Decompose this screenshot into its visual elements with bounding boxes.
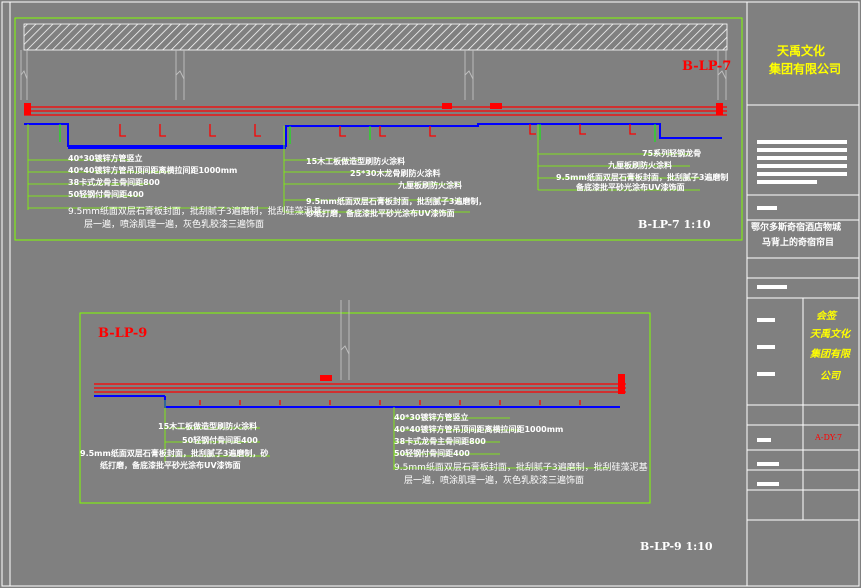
bottom-callout-9: 9.5mm纸面双层石膏板封面，批刮腻子3遍磨制，批刮硅藻泥基: [394, 463, 648, 473]
company-name-line1: 天禹文化: [777, 44, 826, 58]
top-leaders-right: [537, 124, 700, 191]
bottom-callout-6: 40*40镀锌方管吊顶间距离横拉间距1000mm: [394, 425, 564, 434]
top-callout-right-3: 9.5mm纸面双层石膏板封面，批刮腻子3遍磨制: [556, 173, 729, 182]
bottom-callout-8: 50轻钢付骨间距400: [394, 449, 470, 458]
bottom-leaders-left: [164, 400, 270, 462]
top-ceiling-red-blocks: [24, 103, 723, 115]
top-callout-left-6: 层一遍，喷涂肌理一遍，灰色乳胶漆三遍饰面: [84, 220, 265, 230]
top-callout-mid-5: 砂纸打磨，备底漆批平砂光涂布UV漆饰面: [306, 209, 455, 218]
top-leaders-left: [27, 124, 270, 210]
bottom-detail-scale-title: B-LP-9 1:10: [640, 540, 713, 553]
top-ceiling-profile: [24, 123, 722, 149]
top-leaders-mid: [283, 126, 470, 213]
company-name-line2: 集团有限公司: [769, 62, 842, 76]
bottom-callout-10: 层一遍，喷涂肌理一遍，灰色乳胶漆三遍饰面: [404, 476, 585, 486]
bottom-callout-4: 纸打磨，备底漆批平砂光涂布UV漆饰面: [100, 461, 241, 470]
bottom-callout-3: 9.5mm纸面双层石膏板封面，批刮腻子3遍磨制，砂: [80, 449, 269, 458]
top-callout-left-1: 40*30镀锌方管竖立: [68, 154, 143, 163]
bottom-detail-tag: B-LP-9: [98, 326, 148, 341]
top-profile-marks: [59, 124, 656, 144]
top-callout-right-1: 75系列轻钢龙骨: [642, 149, 702, 158]
top-callout-mid-2: 25*30木龙骨刷防火涂料: [350, 169, 441, 178]
bottom-callout-2: 50轻钢付骨间距400: [182, 436, 258, 445]
top-detail-scale-title: B-LP-7 1:10: [638, 218, 711, 231]
project-name-line2: 马背上的奇宿帘目: [762, 238, 835, 248]
top-callout-mid-1: 15木工板做造型刷防火涂料: [306, 157, 406, 166]
top-ceiling-hangers: [119, 124, 636, 137]
top-callout-left-2: 40*40镀锌方管吊顶间距离横拉间距1000mm: [68, 166, 238, 175]
top-ceiling-layers: [24, 106, 727, 116]
stamp-line-3: 集团有限: [810, 349, 850, 360]
stamp-line-2: 天禹文化: [810, 329, 850, 340]
top-callout-mid-4: 9.5mm纸面双层石膏板封面，批刮腻子3遍磨制，: [306, 197, 487, 206]
bottom-ceiling-hangers: [199, 400, 581, 405]
bottom-ceiling-layers: [94, 383, 626, 393]
stamp-line-1: 会签: [816, 311, 836, 322]
stamp-line-4: 公司: [820, 371, 840, 382]
bottom-column-breaks: [340, 300, 350, 380]
top-callout-left-4: 50轻钢付骨间距400: [68, 190, 144, 199]
bottom-ceiling-profile: [94, 395, 620, 408]
top-callout-mid-3: 九厘板刷防火涂料: [398, 181, 462, 190]
top-detail-frame: [14, 17, 743, 241]
top-callout-left-3: 38卡式龙骨主骨间距800: [68, 178, 160, 187]
drawing-number: A-DY-7: [815, 433, 843, 442]
bottom-detail-frame: [79, 312, 651, 504]
top-column-breaks: [20, 50, 727, 100]
top-callout-left-5: 9.5mm纸面双层石膏板封面，批刮腻子3遍磨制，批刮硅藻泥基: [68, 207, 322, 217]
bottom-callout-7: 38卡式龙骨主骨间距800: [394, 437, 486, 446]
top-callout-right-4: 备底漆批平砂光涂布UV漆饰面: [576, 183, 685, 192]
bottom-ceiling-red-blocks: [320, 374, 625, 394]
top-callout-right-2: 九厘板刷防火涂料: [608, 161, 672, 170]
bottom-callout-5: 40*30镀锌方管竖立: [394, 413, 469, 422]
bottom-leaders-right: [393, 407, 610, 470]
title-block-notes: [757, 140, 847, 486]
top-detail-tag: B-LP-7: [682, 59, 732, 74]
bottom-callout-1: 15木工板做造型刷防火涂料: [158, 422, 258, 431]
title-block: [746, 2, 859, 586]
top-slab-hatch: [23, 23, 728, 51]
project-name-line1: 鄂尔多斯奇宿酒店物城: [751, 223, 842, 233]
